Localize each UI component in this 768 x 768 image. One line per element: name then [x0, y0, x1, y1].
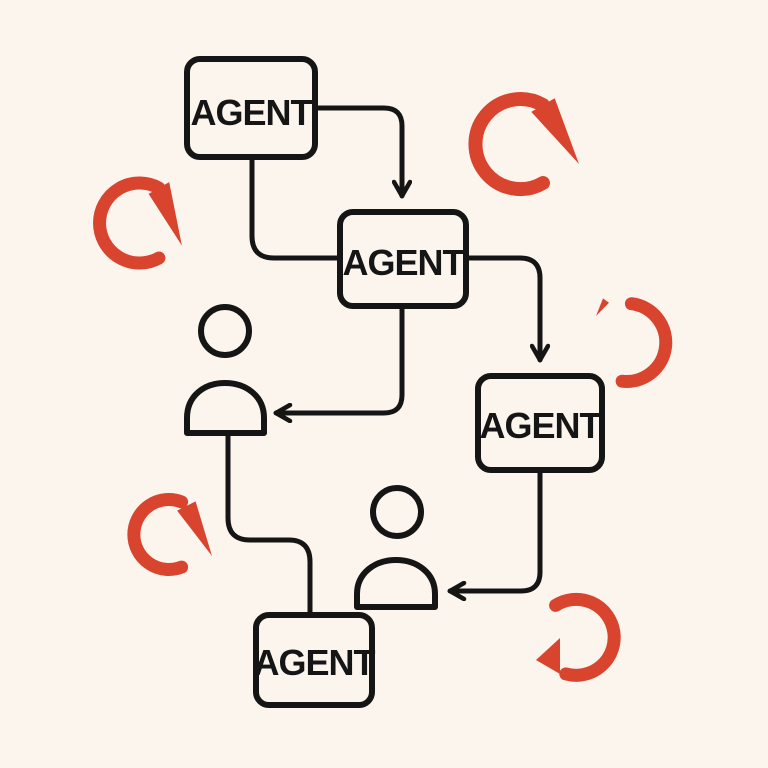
agent-box-4[interactable]: AGENT — [253, 612, 377, 708]
agent-box-1[interactable]: AGENT — [184, 56, 318, 160]
connectors — [225, 105, 543, 618]
agent-box-2[interactable]: AGENT — [337, 209, 469, 309]
cycle-arrow-icon — [468, 92, 579, 197]
cycle-arrow-icon — [127, 493, 212, 576]
edge-agent2-agent3-arrow — [463, 255, 540, 363]
agent-label-2: AGENT — [343, 242, 465, 283]
edge-agent3-person2-arrow — [447, 467, 543, 591]
person-icon — [354, 485, 438, 610]
agent-label-3: AGENT — [480, 405, 602, 446]
person-icon — [184, 304, 267, 436]
cycle-arrow-icon — [596, 297, 673, 388]
edge-person1-agent4-line — [225, 432, 313, 618]
edge-agent1-agent2-line — [249, 154, 343, 261]
edge-agent2-person1-arrow — [273, 303, 405, 413]
cycle-arrow-icon — [93, 176, 182, 270]
agent-box-3[interactable]: AGENT — [475, 373, 605, 473]
cycle-arrow-icon — [536, 592, 621, 682]
edge-agent1-agent2-arrow — [312, 105, 402, 199]
agent-label-1: AGENT — [191, 92, 313, 133]
agent-label-4: AGENT — [254, 642, 376, 683]
